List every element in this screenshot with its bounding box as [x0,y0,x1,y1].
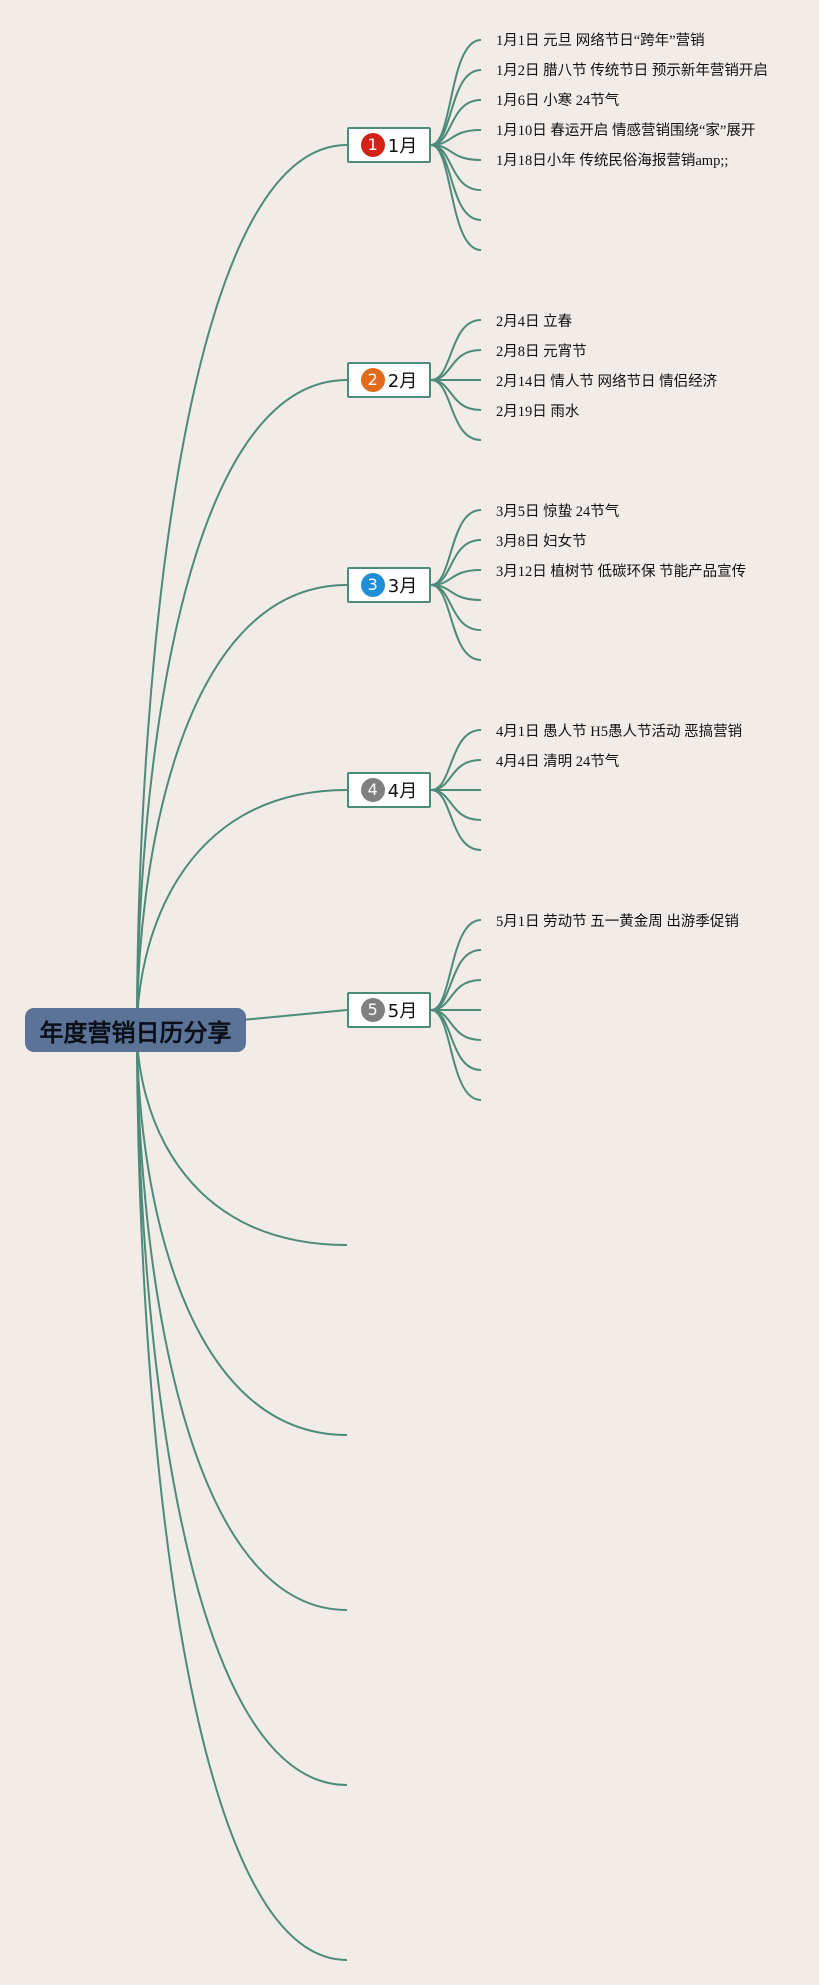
leaf-topic[interactable]: 2月14日 情人节 网络节日 情侣经济 [496,374,718,390]
branch-connector [136,1029,348,1786]
number-5-icon: 5 [360,998,385,1022]
leaf-topic[interactable]: 1月18日小年 传统民俗海报营销amp;; [496,153,729,169]
month-node-3[interactable]: 3 3月 [347,567,431,603]
leaf-connector [430,949,482,1011]
month-label: 1月 [387,136,418,157]
leaf-connector [430,584,482,661]
leaf-connector [430,319,482,381]
month-node-4[interactable]: 4 4月 [347,772,431,808]
branch-connector [136,1029,348,1246]
leaf-topic[interactable]: 2月8日 元宵节 [496,344,587,360]
leaf-topic[interactable]: 4月1日 愚人节 H5愚人节活动 恶搞营销 [496,724,743,740]
leaf-connector [430,584,482,631]
leaf-connector [430,789,482,821]
branch-connector [136,789,348,1031]
number-3-icon: 3 [360,573,385,597]
leaf-connector [430,539,482,586]
leaf-connector [430,349,482,381]
leaf-connector [430,789,482,851]
number-1-icon: 1 [360,133,385,157]
number-4-icon: 4 [360,778,385,802]
leaf-topic[interactable]: 3月12日 植树节 低碳环保 节能产品宣传 [496,564,747,580]
leaf-connector [430,919,482,1011]
branch-connector [136,1029,348,1961]
month-label: 4月 [387,781,418,802]
leaf-connector [430,759,482,791]
leaf-topic[interactable]: 1月10日 春运开启 情感营销围绕“家”展开 [496,123,756,139]
month-label: 2月 [387,371,418,392]
branch-connector [136,1029,348,1436]
leaf-connector [430,509,482,586]
leaf-topic[interactable]: 2月4日 立春 [496,314,573,330]
leaf-topic[interactable]: 3月8日 妇女节 [496,534,587,550]
leaf-connector [430,144,482,221]
month-label: 5月 [387,1001,418,1022]
month-node-5[interactable]: 5 5月 [347,992,431,1028]
leaf-topic[interactable]: 2月19日 雨水 [496,404,580,420]
leaf-topic[interactable]: 1月6日 小寒 24节气 [496,93,620,109]
leaf-connector [430,39,482,146]
branch-connector [136,1029,348,1611]
leaf-connector [430,1009,482,1101]
month-node-1[interactable]: 1 1月 [347,127,431,163]
leaf-topic[interactable]: 1月1日 元旦 网络节日“跨年”营销 [496,33,705,49]
branch-connector [136,584,348,1031]
number-2-icon: 2 [360,368,385,392]
leaf-topic[interactable]: 1月2日 腊八节 传统节日 预示新年营销开启 [496,63,768,79]
leaf-connector [430,379,482,441]
leaf-connector [430,729,482,791]
leaf-connector [430,144,482,251]
leaf-topic[interactable]: 5月1日 劳动节 五一黄金周 出游季促销 [496,914,739,930]
leaf-topic[interactable]: 3月5日 惊蛰 24节气 [496,504,620,520]
month-node-2[interactable]: 2 2月 [347,362,431,398]
leaf-connector [430,379,482,411]
leaf-connector [430,69,482,146]
root-topic[interactable]: 年度营销日历分享 [25,1008,246,1052]
branch-connector [136,144,348,1031]
branch-connector [136,379,348,1031]
month-label: 3月 [387,576,418,597]
leaf-topic[interactable]: 4月4日 清明 24节气 [496,754,620,770]
